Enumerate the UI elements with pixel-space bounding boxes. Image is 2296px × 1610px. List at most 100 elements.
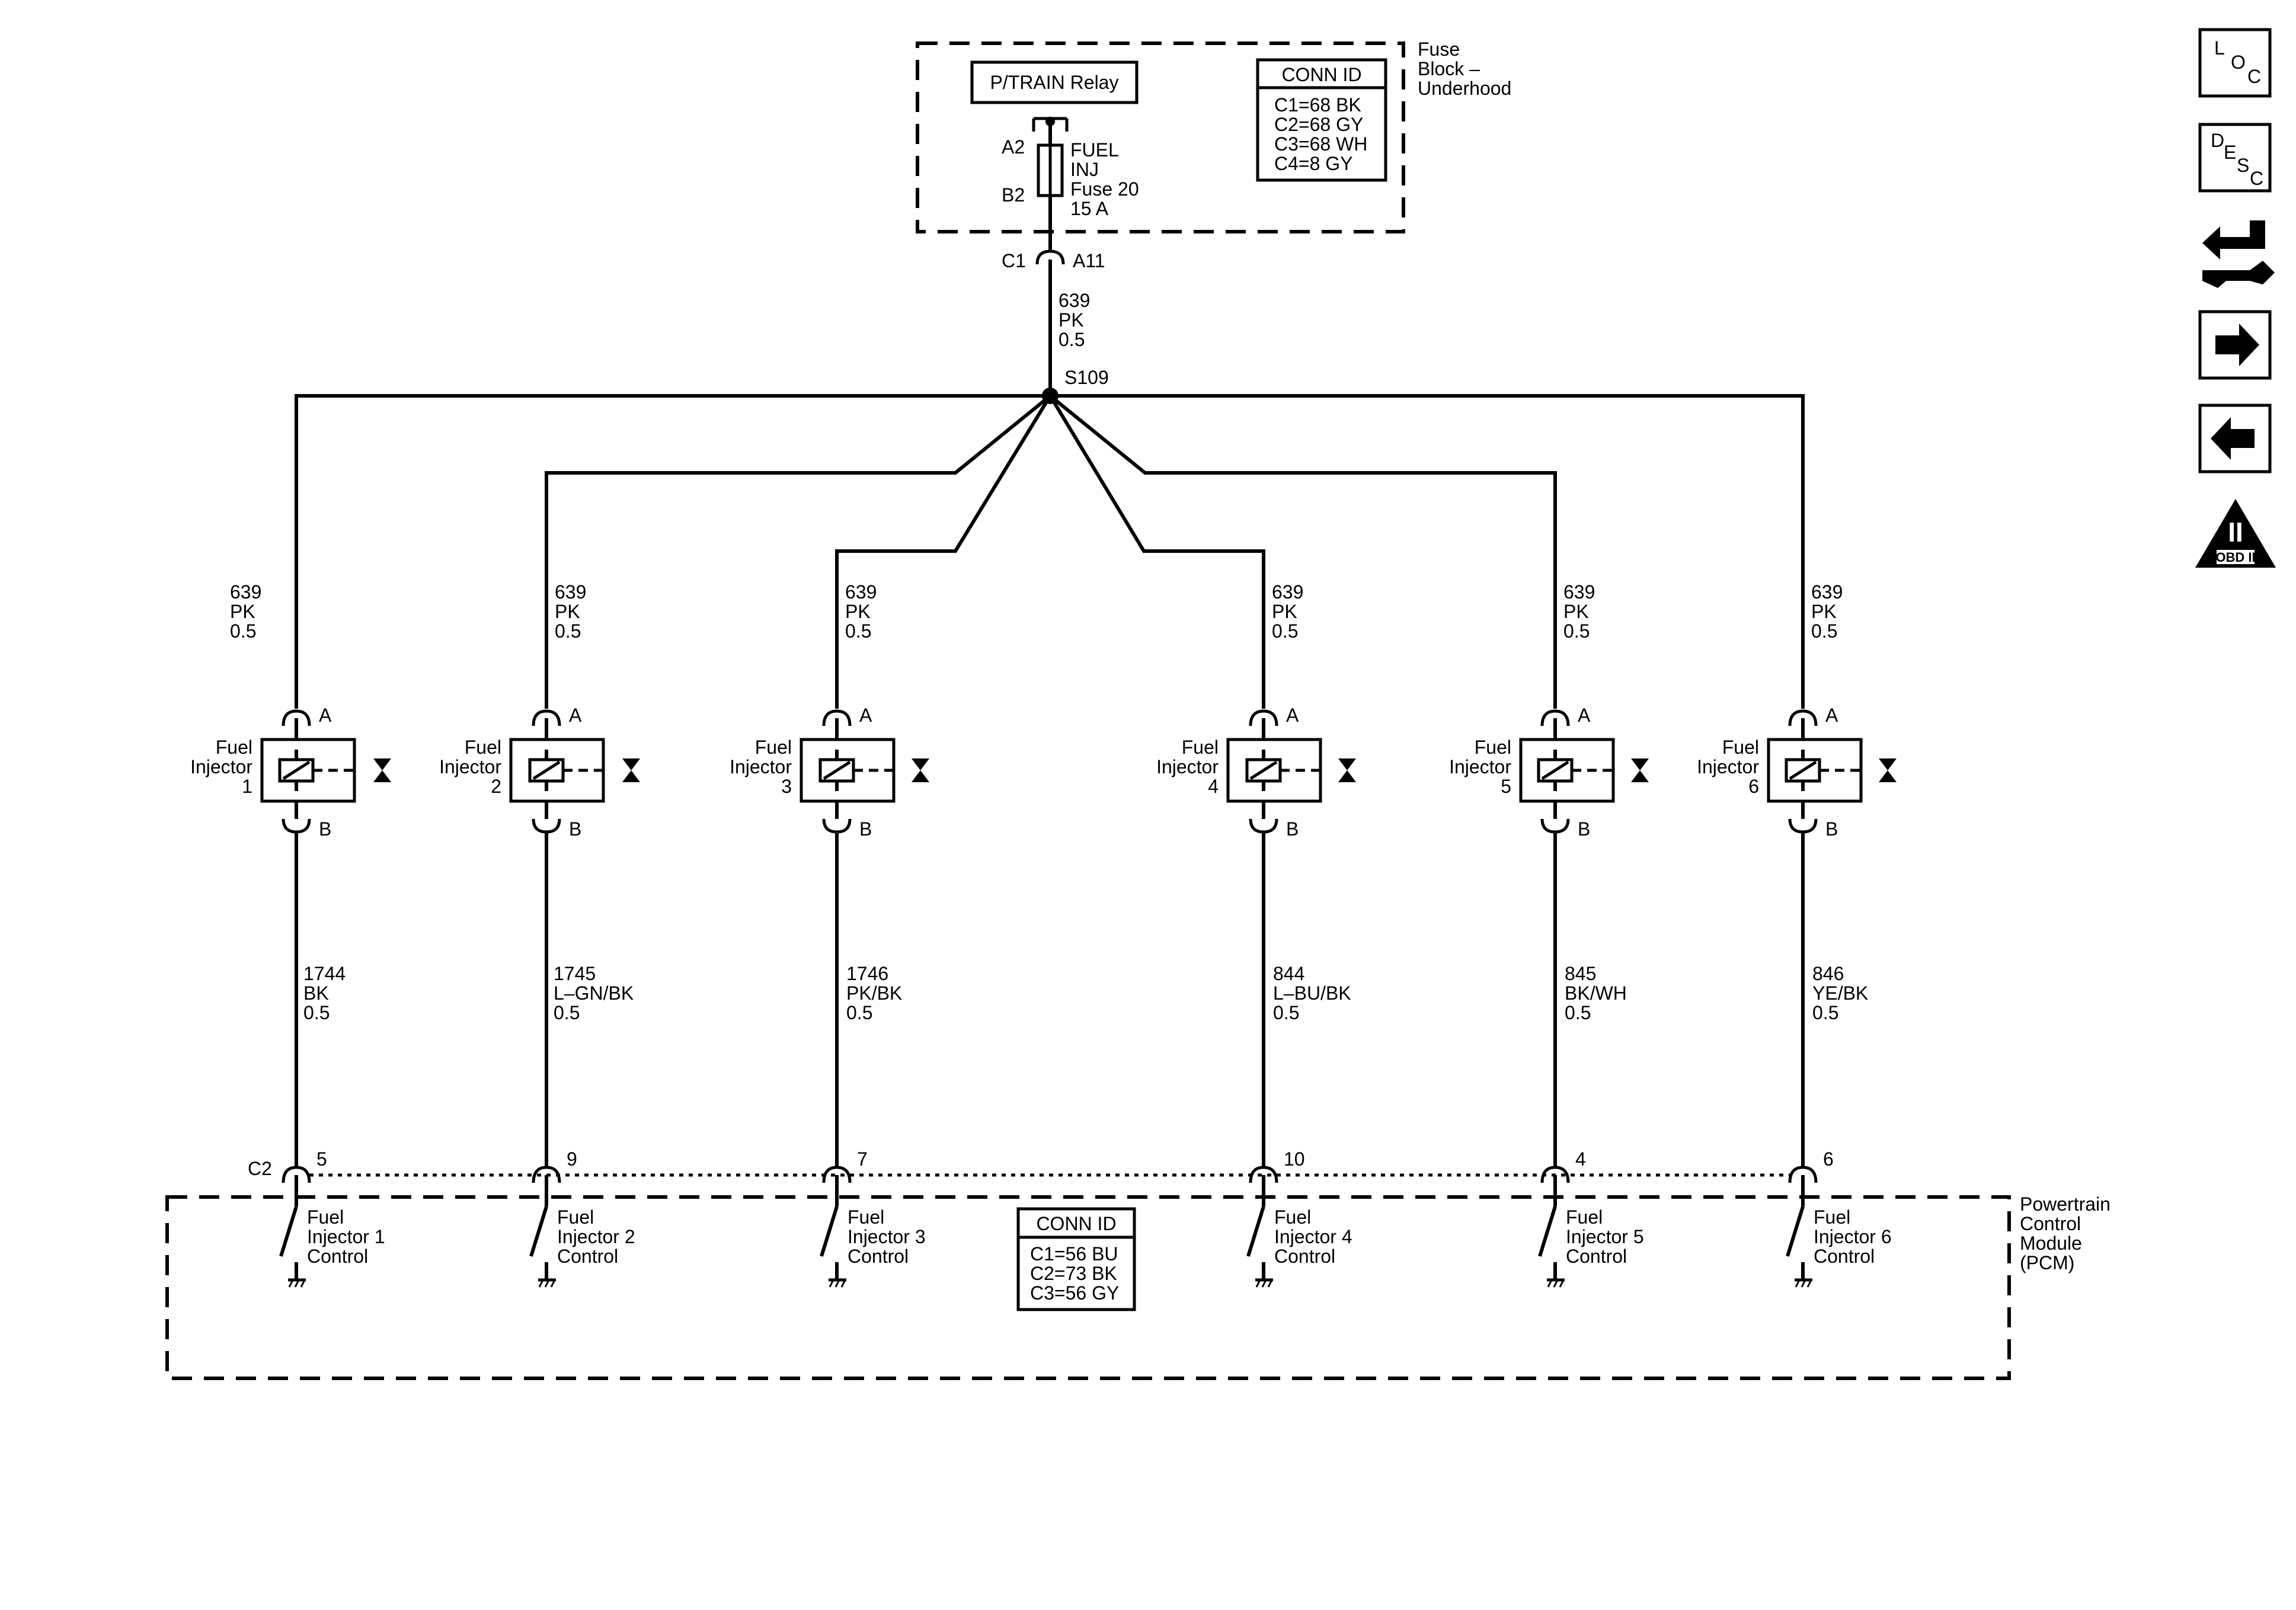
diagnostic-icon[interactable] xyxy=(2202,220,2275,288)
pcm-pin-number: 10 xyxy=(1284,1148,1305,1170)
description-icon[interactable]: D E S C xyxy=(2198,123,2272,193)
pcm-control-label: Control xyxy=(557,1246,618,1267)
obd-label: OBD II xyxy=(2215,550,2255,565)
ctrl-wire-color: PK/BK xyxy=(846,982,902,1004)
injector-3: 639 PK 0.5 A B Fuel Injector 3 1746 PK/B… xyxy=(730,581,929,1167)
splice-label: S109 xyxy=(1064,367,1109,388)
feed-wire-size: 0.5 xyxy=(1811,620,1837,642)
ctrl-wire-circuit: 1744 xyxy=(303,963,346,984)
pcm-control-label: Injector 1 xyxy=(307,1226,385,1247)
fuse-block-boundary xyxy=(916,41,1405,233)
pin-b-label: B xyxy=(859,818,872,840)
fuse-block-title-line-2: Block – xyxy=(1418,58,1480,79)
ground-hatch xyxy=(1547,1279,1553,1288)
injector-number: 1 xyxy=(242,776,252,797)
pin-a-label: A xyxy=(1825,705,1838,726)
solenoid-winding xyxy=(1249,760,1278,780)
ctrl-wire-circuit: 1746 xyxy=(846,963,888,984)
pcm-title-line: (PCM) xyxy=(2020,1252,2074,1273)
ctrl-wire-circuit: 844 xyxy=(1273,963,1304,984)
injector-name: Injector xyxy=(190,756,252,777)
pin-a-label: A xyxy=(569,705,582,726)
ground-hatch xyxy=(840,1279,846,1288)
pcm-connector-c2-label: C2 xyxy=(248,1158,272,1179)
ctrl-wire-color: L–GN/BK xyxy=(554,982,634,1004)
ground-hatch xyxy=(829,1279,834,1288)
obd-label-plate xyxy=(2217,550,2255,564)
pin-a-cup xyxy=(532,709,561,726)
injector-name: Fuel xyxy=(755,737,792,758)
pin-a-cup xyxy=(1540,709,1570,726)
pcm-control-label: Control xyxy=(1566,1246,1627,1267)
feed-wire-size: 0.5 xyxy=(230,620,256,642)
obd-roman-numeral: II xyxy=(2228,517,2243,548)
valve-icon xyxy=(373,758,391,782)
injector-name: Fuel xyxy=(1722,737,1759,758)
location-icon[interactable]: L O C xyxy=(2198,28,2272,98)
solenoid-winding xyxy=(532,760,561,780)
injector-name: Fuel xyxy=(1475,737,1511,758)
pin-a-label: A xyxy=(1286,705,1299,726)
solenoid-winding xyxy=(1541,760,1569,780)
obd-triangle[interactable] xyxy=(2195,499,2276,568)
ground-hatch xyxy=(1806,1279,1812,1288)
desc-letter: E xyxy=(2224,142,2236,163)
injector-name: Injector xyxy=(730,756,792,777)
pin-b-cup xyxy=(1540,818,1570,834)
pin-a-cup xyxy=(822,709,852,726)
pcm-pin-injector-2: 9 Fuel Injector 2 Control xyxy=(529,1148,635,1288)
pin-b-label: B xyxy=(319,818,331,840)
diagnostic-arrow-shape xyxy=(2202,220,2265,260)
pcm-pin-number: 5 xyxy=(316,1148,327,1170)
feed-wire-circuit: 639 xyxy=(1563,581,1595,603)
next-arrow-icon[interactable] xyxy=(2198,310,2272,380)
pcm-pin-cup xyxy=(1788,1166,1818,1183)
ground-hatch xyxy=(1267,1279,1273,1288)
ground-hatch xyxy=(550,1279,556,1288)
ground-hatch xyxy=(1559,1279,1565,1288)
ground-hatch xyxy=(1795,1279,1801,1288)
valve-icon xyxy=(1338,758,1356,782)
branch-wire-injector-5 xyxy=(1049,394,1557,709)
pcm-title-line: Module xyxy=(2020,1233,2082,1254)
ground-hatch xyxy=(544,1279,550,1288)
pcm-pin-injector-5: 4 Fuel Injector 5 Control xyxy=(1538,1148,1644,1288)
pcm-pin-cup xyxy=(1249,1166,1278,1183)
conn-id-box xyxy=(1256,58,1387,182)
connector-a11-label: A11 xyxy=(1073,250,1105,271)
conn-id-title: CONN ID xyxy=(1036,1213,1116,1234)
ground-hatch xyxy=(1553,1279,1559,1288)
location-button-frame[interactable] xyxy=(2198,28,2272,98)
description-button-frame[interactable] xyxy=(2198,123,2272,193)
injector-name: Injector xyxy=(1449,756,1511,777)
pcm-pin-injector-1: 5 Fuel Injector 1 Control xyxy=(279,1148,385,1288)
loc-letter: C xyxy=(2247,66,2261,87)
feed-wire-size: 0.5 xyxy=(1059,329,1085,350)
pcm-pin-number: 7 xyxy=(857,1148,868,1170)
pin-a-cup xyxy=(1249,709,1278,726)
pcm-control-label: Fuel xyxy=(307,1206,344,1228)
feed-wire-color: PK xyxy=(1563,601,1589,622)
obd-ii-icon[interactable]: II OBD II xyxy=(2195,499,2276,568)
pin-a-cup xyxy=(1788,709,1818,726)
injector-name: Fuel xyxy=(465,737,501,758)
feed-wire-color: PK xyxy=(555,601,580,622)
pcm-control-label: Injector 3 xyxy=(848,1226,926,1247)
pcm-control-label: Injector 2 xyxy=(557,1226,635,1247)
valve-icon xyxy=(622,758,640,782)
pcm-pin-number: 9 xyxy=(567,1148,577,1170)
side-navigation: L O C D E S C II xyxy=(2195,28,2276,568)
ctrl-wire-size: 0.5 xyxy=(1565,1002,1591,1023)
pcm-control-label: Fuel xyxy=(557,1206,594,1228)
driver-switch xyxy=(1538,1206,1557,1257)
injector-6: 639 PK 0.5 A B Fuel Injector 6 846 YE/BK… xyxy=(1697,581,1897,1167)
desc-letter: D xyxy=(2211,130,2224,151)
ctrl-wire-circuit: 846 xyxy=(1812,963,1844,984)
injector-2: 639 PK 0.5 A B Fuel Injector 2 1745 L–GN… xyxy=(439,581,640,1167)
feed-wire-circuit: 639 xyxy=(230,581,261,603)
ground-hatch xyxy=(1801,1279,1806,1288)
injector-name: Injector xyxy=(439,756,501,777)
previous-arrow-icon[interactable] xyxy=(2198,404,2272,473)
pcm-control-label: Injector 6 xyxy=(1814,1226,1892,1247)
